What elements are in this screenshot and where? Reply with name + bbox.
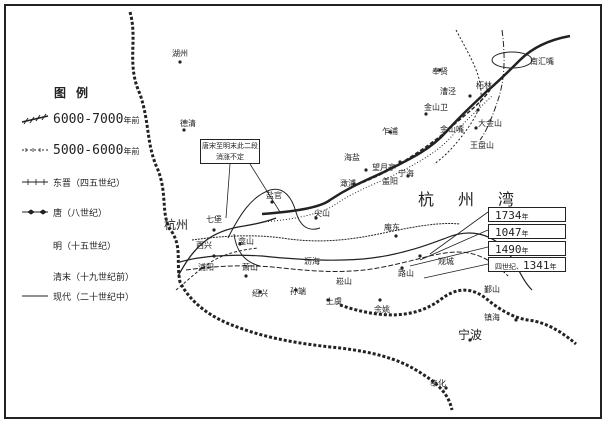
place-puyang: 浦阳 xyxy=(198,263,214,272)
place-gaiyang: 盖阳 xyxy=(382,177,398,186)
year-box-1734: 1734年 xyxy=(488,207,566,222)
place-nanhuizui: 南汇嘴 xyxy=(530,57,554,66)
place-wangyueting: 望月亭 xyxy=(372,163,396,172)
legend-item-tang: 唐（八世纪） xyxy=(20,204,107,220)
place-jinshanzui: 金山嘴 xyxy=(440,125,464,134)
leader-1047 xyxy=(419,229,489,261)
hatch-line-icon xyxy=(20,113,50,125)
place-haiyan: 海盐 xyxy=(344,153,360,162)
place-kanshan: 龛山 xyxy=(238,237,254,246)
legend-item-qing: 清末（十九世纪前） xyxy=(53,272,135,283)
tick-line-icon xyxy=(20,144,50,156)
place-xixing: 西兴 xyxy=(196,241,212,250)
place-huzhou: 湖州 xyxy=(172,49,188,58)
place-zhenhai: 镇海 xyxy=(484,313,500,322)
leader-1490 xyxy=(409,246,489,267)
place-jinshanwei: 金山卫 xyxy=(424,103,448,112)
legend-item-eastern-jin: 东晋（四五世纪） xyxy=(20,174,125,190)
place-zhelin: 柘林 xyxy=(476,81,492,90)
western-coastline xyxy=(128,11,454,411)
place-shaoxing: 绍兴 xyxy=(252,289,268,298)
map-frame xyxy=(4,4,602,419)
place-qibao: 七堡 xyxy=(206,215,222,224)
leader-1734 xyxy=(429,211,489,255)
south-shore-ming xyxy=(191,223,461,242)
place-caojing: 漕泾 xyxy=(440,87,456,96)
island-nanhui xyxy=(491,51,533,69)
note-box: 唐宋至明末此二段消涨不定 xyxy=(200,139,260,164)
place-deqing: 德清 xyxy=(180,119,196,128)
place-yinshan: 鄞山 xyxy=(484,285,500,294)
diamond-line-icon xyxy=(20,206,50,218)
legend-item-5000-6000: 5000-6000年前 xyxy=(20,142,139,158)
place-ningbo: 宁波 xyxy=(458,328,483,342)
cross-line-icon xyxy=(20,176,50,188)
place-ningbo-road: 宁海 xyxy=(398,169,414,178)
place-jianshan: 尖山 xyxy=(314,209,330,218)
south-shore-qing xyxy=(185,251,509,277)
year-box-1490: 1490年 xyxy=(488,241,566,256)
place-lihai: 沥海 xyxy=(304,257,320,266)
place-dajinshan: 大金山 xyxy=(478,119,502,128)
qiantang-river xyxy=(177,217,277,277)
legend-item-modern: 现代（二十世纪中） xyxy=(20,288,134,304)
legend-title: 图例 xyxy=(54,86,99,100)
qiantang-river-2 xyxy=(175,247,259,291)
place-zhapu: 乍浦 xyxy=(382,127,398,136)
year-box-1341: 四世纪、1341年 xyxy=(488,257,566,272)
leader-note xyxy=(225,163,281,219)
place-fengxian: 奉贤 xyxy=(432,67,448,76)
place-shangyu: 上虞 xyxy=(326,297,342,306)
coast-eastern-jin xyxy=(479,29,505,141)
place-hangzhou: 杭州 xyxy=(164,218,189,232)
legend-item-6000-7000: 6000-7000年前 xyxy=(20,111,139,127)
place-sunduan: 孙端 xyxy=(290,287,306,296)
bay-label: 杭州湾 xyxy=(418,190,539,209)
place-ganpu: 澉浦 xyxy=(340,179,356,188)
legend-item-ming: 明（十五世纪） xyxy=(53,241,117,252)
place-yuyao: 余姚 xyxy=(374,305,390,314)
legend-symbols xyxy=(21,113,49,297)
place-wangjinshan: 王盘山 xyxy=(470,141,494,150)
place-yanguan: 盐官 xyxy=(266,191,282,200)
place-fenghua: 奉化 xyxy=(430,379,446,388)
leader-1341 xyxy=(423,263,489,279)
coast-tang xyxy=(345,89,491,191)
place-guancheng: 观城 xyxy=(438,257,454,266)
place-anchang: 庵东 xyxy=(384,223,400,232)
inland-path-2 xyxy=(233,233,261,267)
place-xiaoshan: 萧山 xyxy=(242,263,258,272)
place-lushan: 路山 xyxy=(398,269,414,278)
year-box-1047: 1047年 xyxy=(488,224,566,239)
place-chongshan: 崧山 xyxy=(336,277,352,286)
location-dots xyxy=(178,60,518,390)
inland-path xyxy=(227,188,321,239)
solid-line-icon xyxy=(20,290,50,302)
